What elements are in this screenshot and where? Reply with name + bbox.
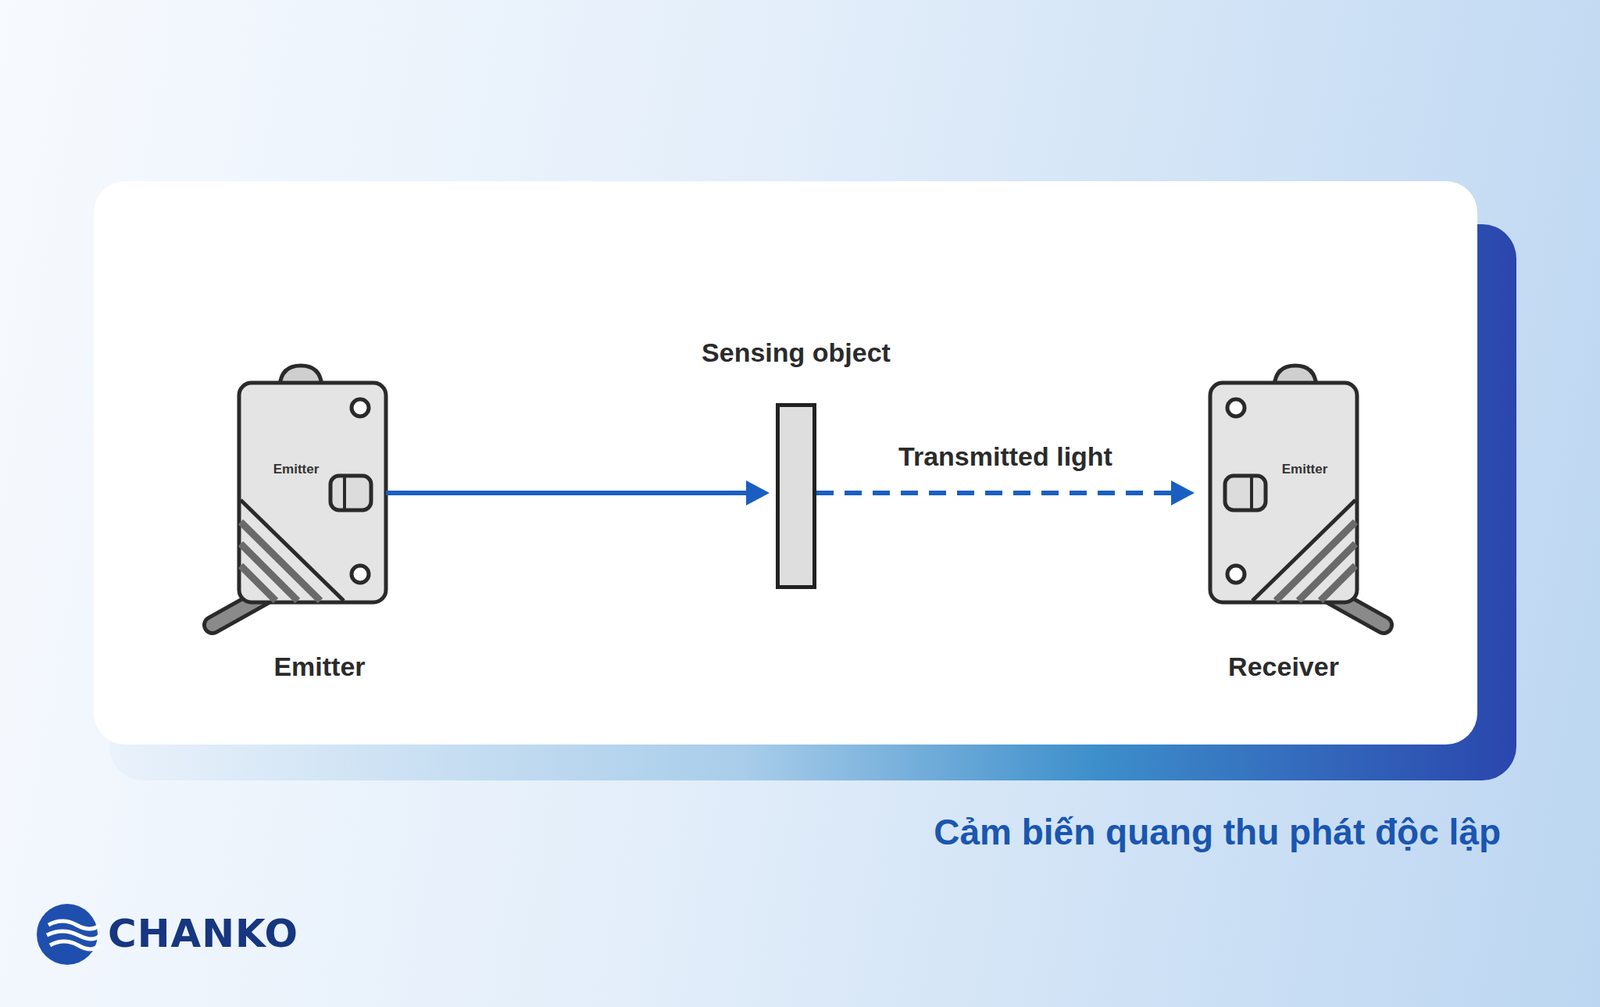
light-beam <box>385 490 750 496</box>
brand-logo: CHANKO <box>107 910 299 957</box>
sensor-label: Emitter <box>273 651 365 683</box>
edge-label: Transmitted light <box>893 439 1118 474</box>
object-label: Sensing object <box>701 337 891 368</box>
receiver-sensor: EmitterReceiver <box>1210 382 1358 603</box>
sensing-object: Sensing object <box>775 403 817 590</box>
sensor-label: Receiver <box>1228 651 1340 683</box>
caption: Cảm biến quang thu phát độc lập <box>933 810 1501 854</box>
arrow-head <box>746 480 770 506</box>
emitter-sensor: EmitterEmitter <box>239 382 386 603</box>
body-label: Emitter <box>1282 461 1329 478</box>
body-label: Emitter <box>273 461 320 478</box>
light-beam <box>816 490 1175 496</box>
arrow-head <box>1171 480 1195 506</box>
